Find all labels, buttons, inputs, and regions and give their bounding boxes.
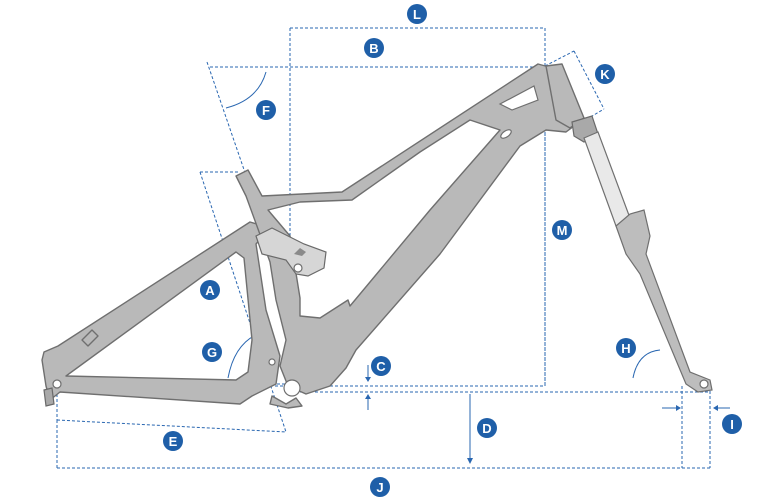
- rear-axle: [52, 379, 62, 389]
- label-badge-a: A: [200, 280, 220, 300]
- dimension-h-arc: [632, 349, 661, 379]
- label-badge-l: L: [407, 4, 427, 24]
- bottom-bracket: [283, 379, 301, 397]
- svg-text:B: B: [369, 41, 378, 56]
- svg-text:L: L: [413, 7, 421, 22]
- dimension-i-arrowhead-right: [713, 405, 718, 411]
- svg-text:K: K: [600, 67, 610, 82]
- rear-triangle: [41, 221, 281, 405]
- label-badge-f: F: [256, 100, 276, 120]
- main-pivot: [268, 358, 276, 366]
- label-badge-e: E: [163, 431, 183, 451]
- rocker-link: [255, 227, 327, 277]
- rear-dropout: [43, 387, 55, 407]
- label-badge-b: B: [364, 38, 384, 58]
- front-axle: [699, 379, 709, 389]
- label-badges: L B K F M A G C: [163, 4, 742, 497]
- svg-text:M: M: [557, 223, 568, 238]
- fork-stanchion: [583, 131, 631, 227]
- svg-text:J: J: [376, 480, 383, 495]
- svg-text:C: C: [376, 359, 386, 374]
- svg-text:I: I: [730, 417, 734, 432]
- label-badge-d: D: [477, 418, 497, 438]
- bike-frame: [41, 63, 713, 409]
- label-badge-g: G: [202, 342, 222, 362]
- dimension-k-top: [544, 50, 575, 67]
- dimension-k-side: [573, 50, 605, 110]
- label-badge-h: H: [616, 338, 636, 358]
- label-badge-i: I: [722, 414, 742, 434]
- dimension-c-arrowhead-down: [365, 377, 371, 382]
- dimension-i-arrowhead-left: [676, 405, 681, 411]
- dimension-a-line: [199, 171, 287, 433]
- label-badge-c: C: [371, 356, 391, 376]
- dimension-d-arrowhead: [467, 458, 473, 464]
- svg-text:G: G: [207, 345, 217, 360]
- link-pivot: [293, 263, 303, 273]
- dimension-e-line: [56, 419, 287, 433]
- svg-text:F: F: [262, 103, 270, 118]
- label-badge-m: M: [552, 220, 572, 240]
- dimension-l-box: [254, 27, 546, 387]
- toptube-window: [498, 85, 539, 111]
- svg-text:E: E: [169, 434, 178, 449]
- svg-text:D: D: [482, 421, 491, 436]
- dimension-k-bottom: [581, 108, 605, 123]
- label-badge-j: J: [370, 477, 390, 497]
- link-bolt: [294, 248, 306, 256]
- dimension-f-arc: [225, 71, 267, 109]
- svg-text:A: A: [205, 283, 215, 298]
- front-triangle: [235, 63, 583, 395]
- brake-mount: [81, 329, 99, 347]
- label-badge-k: K: [595, 64, 615, 84]
- svg-text:H: H: [621, 341, 630, 356]
- chain-guide-mount: [269, 395, 303, 409]
- dimension-c-arrowhead-up: [365, 394, 371, 399]
- cable-port: [500, 129, 512, 139]
- fork-lower-leg: [615, 209, 713, 393]
